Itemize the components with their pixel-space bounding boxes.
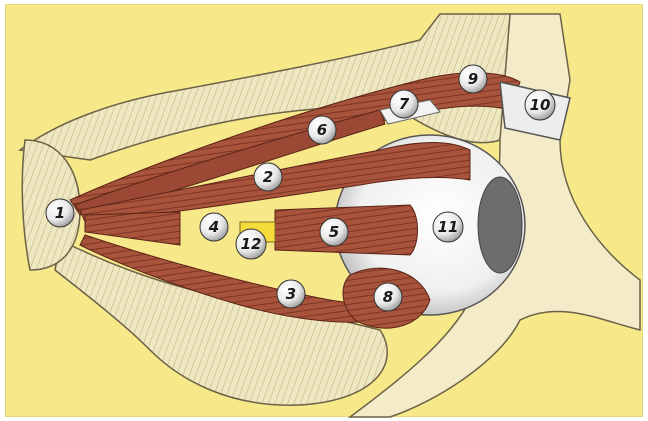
marker-7-label: 7 [399,95,410,113]
marker-10-label: 10 [530,96,551,114]
marker-8-label: 8 [383,288,393,306]
marker-2: 2 [254,163,282,191]
cornea [478,177,522,273]
marker-1: 1 [46,199,74,227]
marker-7: 7 [390,90,418,118]
marker-6: 6 [308,116,336,144]
marker-3-label: 3 [286,285,296,303]
marker-5: 5 [320,218,348,246]
marker-6-label: 6 [317,121,327,139]
marker-10: 10 [525,90,555,120]
marker-4-label: 4 [208,218,219,236]
marker-8: 8 [374,283,402,311]
marker-9-label: 9 [468,70,478,88]
marker-11-label: 11 [438,218,459,236]
marker-11: 11 [433,212,463,242]
marker-3: 3 [277,280,305,308]
marker-12-label: 12 [241,235,262,253]
orbit-floor-bone [55,240,387,405]
marker-2-label: 2 [263,168,273,186]
marker-9: 9 [459,65,487,93]
marker-12: 12 [236,229,266,259]
marker-5-label: 5 [329,223,339,241]
marker-1-label: 1 [55,204,65,222]
marker-4: 4 [200,213,228,241]
